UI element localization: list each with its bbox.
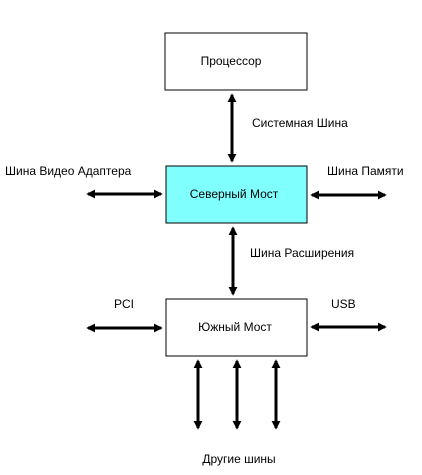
northbridge-box [165, 165, 308, 224]
video-bus-label: Шина Видео Адаптера [5, 164, 132, 178]
cpu-block: Процессор [164, 32, 308, 91]
cpu-label: Процессор [201, 54, 262, 68]
other-buses-label: Другие шины [202, 452, 275, 466]
usb-label: USB [331, 297, 356, 311]
northbridge-block: Северный Мост [165, 165, 308, 224]
southbridge-box [165, 298, 308, 357]
cpu-box [164, 32, 308, 91]
expansion-bus-label: Шина Расширения [250, 246, 354, 260]
pci-label: PCI [114, 297, 134, 311]
memory-bus-label: Шина Памяти [327, 164, 404, 178]
northbridge-label: Северный Мост [190, 187, 279, 201]
southbridge-label: Южный Мост [198, 320, 272, 334]
southbridge-block: Южный Мост [165, 298, 308, 357]
system-bus-label: Системная Шина [252, 116, 348, 130]
